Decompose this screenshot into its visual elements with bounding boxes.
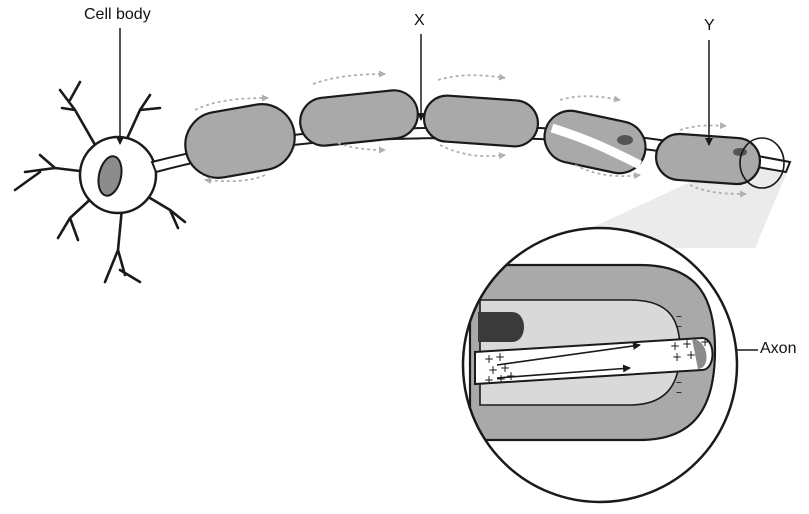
inset-schwann-block <box>478 312 524 342</box>
schwann-nucleus-2 <box>733 148 747 156</box>
myelin-sheath-5 <box>655 132 762 185</box>
minus-sign: – <box>676 385 682 399</box>
plus-sign: + <box>700 335 710 349</box>
myelin-sheath-1 <box>180 99 300 183</box>
plus-sign: + <box>484 373 494 387</box>
cell-body-label: Cell body <box>84 6 151 24</box>
node-x-label: X <box>414 12 425 30</box>
sheath-y-label: Y <box>704 17 715 35</box>
myelin-sheaths <box>180 88 761 186</box>
schwann-nucleus-1 <box>617 135 633 145</box>
plus-sign: + <box>672 350 682 364</box>
axon-label: Axon <box>760 340 796 358</box>
myelin-sheath-3 <box>423 94 540 148</box>
minus-sign: – <box>676 309 682 323</box>
plus-sign: + <box>506 369 516 383</box>
plus-sign: + <box>496 372 506 386</box>
plus-sign: + <box>686 348 696 362</box>
